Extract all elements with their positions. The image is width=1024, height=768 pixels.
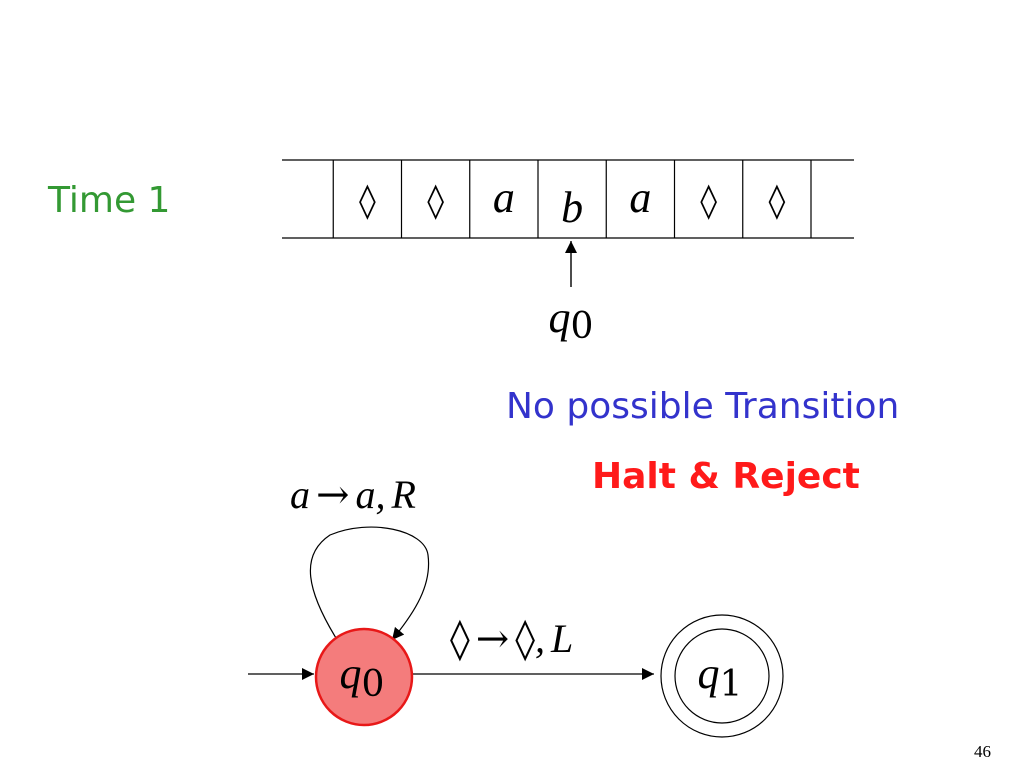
head-state-base: q xyxy=(549,293,571,342)
loop-transition-arrow xyxy=(309,526,430,647)
state-q1-outer-circle xyxy=(660,614,784,738)
q0q1-separator: , xyxy=(535,616,545,661)
tape-cell-symbol: ◊ xyxy=(427,181,444,221)
state-q1: q1 xyxy=(660,614,784,738)
state-q0-subscript: 0 xyxy=(362,664,385,705)
tape-cell-symbol: a xyxy=(629,173,651,222)
halt-reject-result: Halt & Reject xyxy=(592,456,860,497)
state-q0-circle xyxy=(314,627,414,727)
tape-cell-symbol: ◊ xyxy=(768,181,785,221)
loop-read-symbol: a xyxy=(290,472,310,517)
state-q0-label: q0 xyxy=(340,649,385,705)
tape-cell-symbol: a xyxy=(493,173,515,222)
q0q1-write-symbol: ◊ xyxy=(515,616,535,662)
state-q1-base: q xyxy=(698,649,720,698)
page-number: 46 xyxy=(974,742,991,761)
q0q1-arrow-symbol: → xyxy=(476,616,510,662)
time-label: Time 1 xyxy=(48,180,171,221)
no-transition-message: No possible Transition xyxy=(506,386,900,427)
state-q0: q0 xyxy=(314,627,414,727)
transition-q0-q1-label: ◊→◊,L xyxy=(450,616,573,662)
state-q0-base: q xyxy=(340,649,362,698)
tape-cell-symbol: b xyxy=(561,183,583,232)
loop-transition-label: a→a,R xyxy=(290,472,416,518)
loop-separator: , xyxy=(376,472,386,517)
head-state-subscript: 0 xyxy=(571,306,594,347)
tape-cell-symbol: ◊ xyxy=(700,181,717,221)
loop-move-direction: R xyxy=(391,472,416,517)
state-q1-inner-circle xyxy=(674,628,770,724)
tape-cell-symbol: ◊ xyxy=(359,181,376,221)
state-q1-label: q1 xyxy=(698,649,743,705)
loop-write-symbol: a xyxy=(356,472,376,517)
loop-arrow-symbol: → xyxy=(316,472,350,518)
tape-head: q0 xyxy=(549,241,594,347)
q0q1-read-symbol: ◊ xyxy=(450,616,470,662)
head-state-label: q0 xyxy=(549,293,594,347)
state-q1-subscript: 1 xyxy=(720,664,743,705)
q0q1-move-direction: L xyxy=(550,616,573,661)
